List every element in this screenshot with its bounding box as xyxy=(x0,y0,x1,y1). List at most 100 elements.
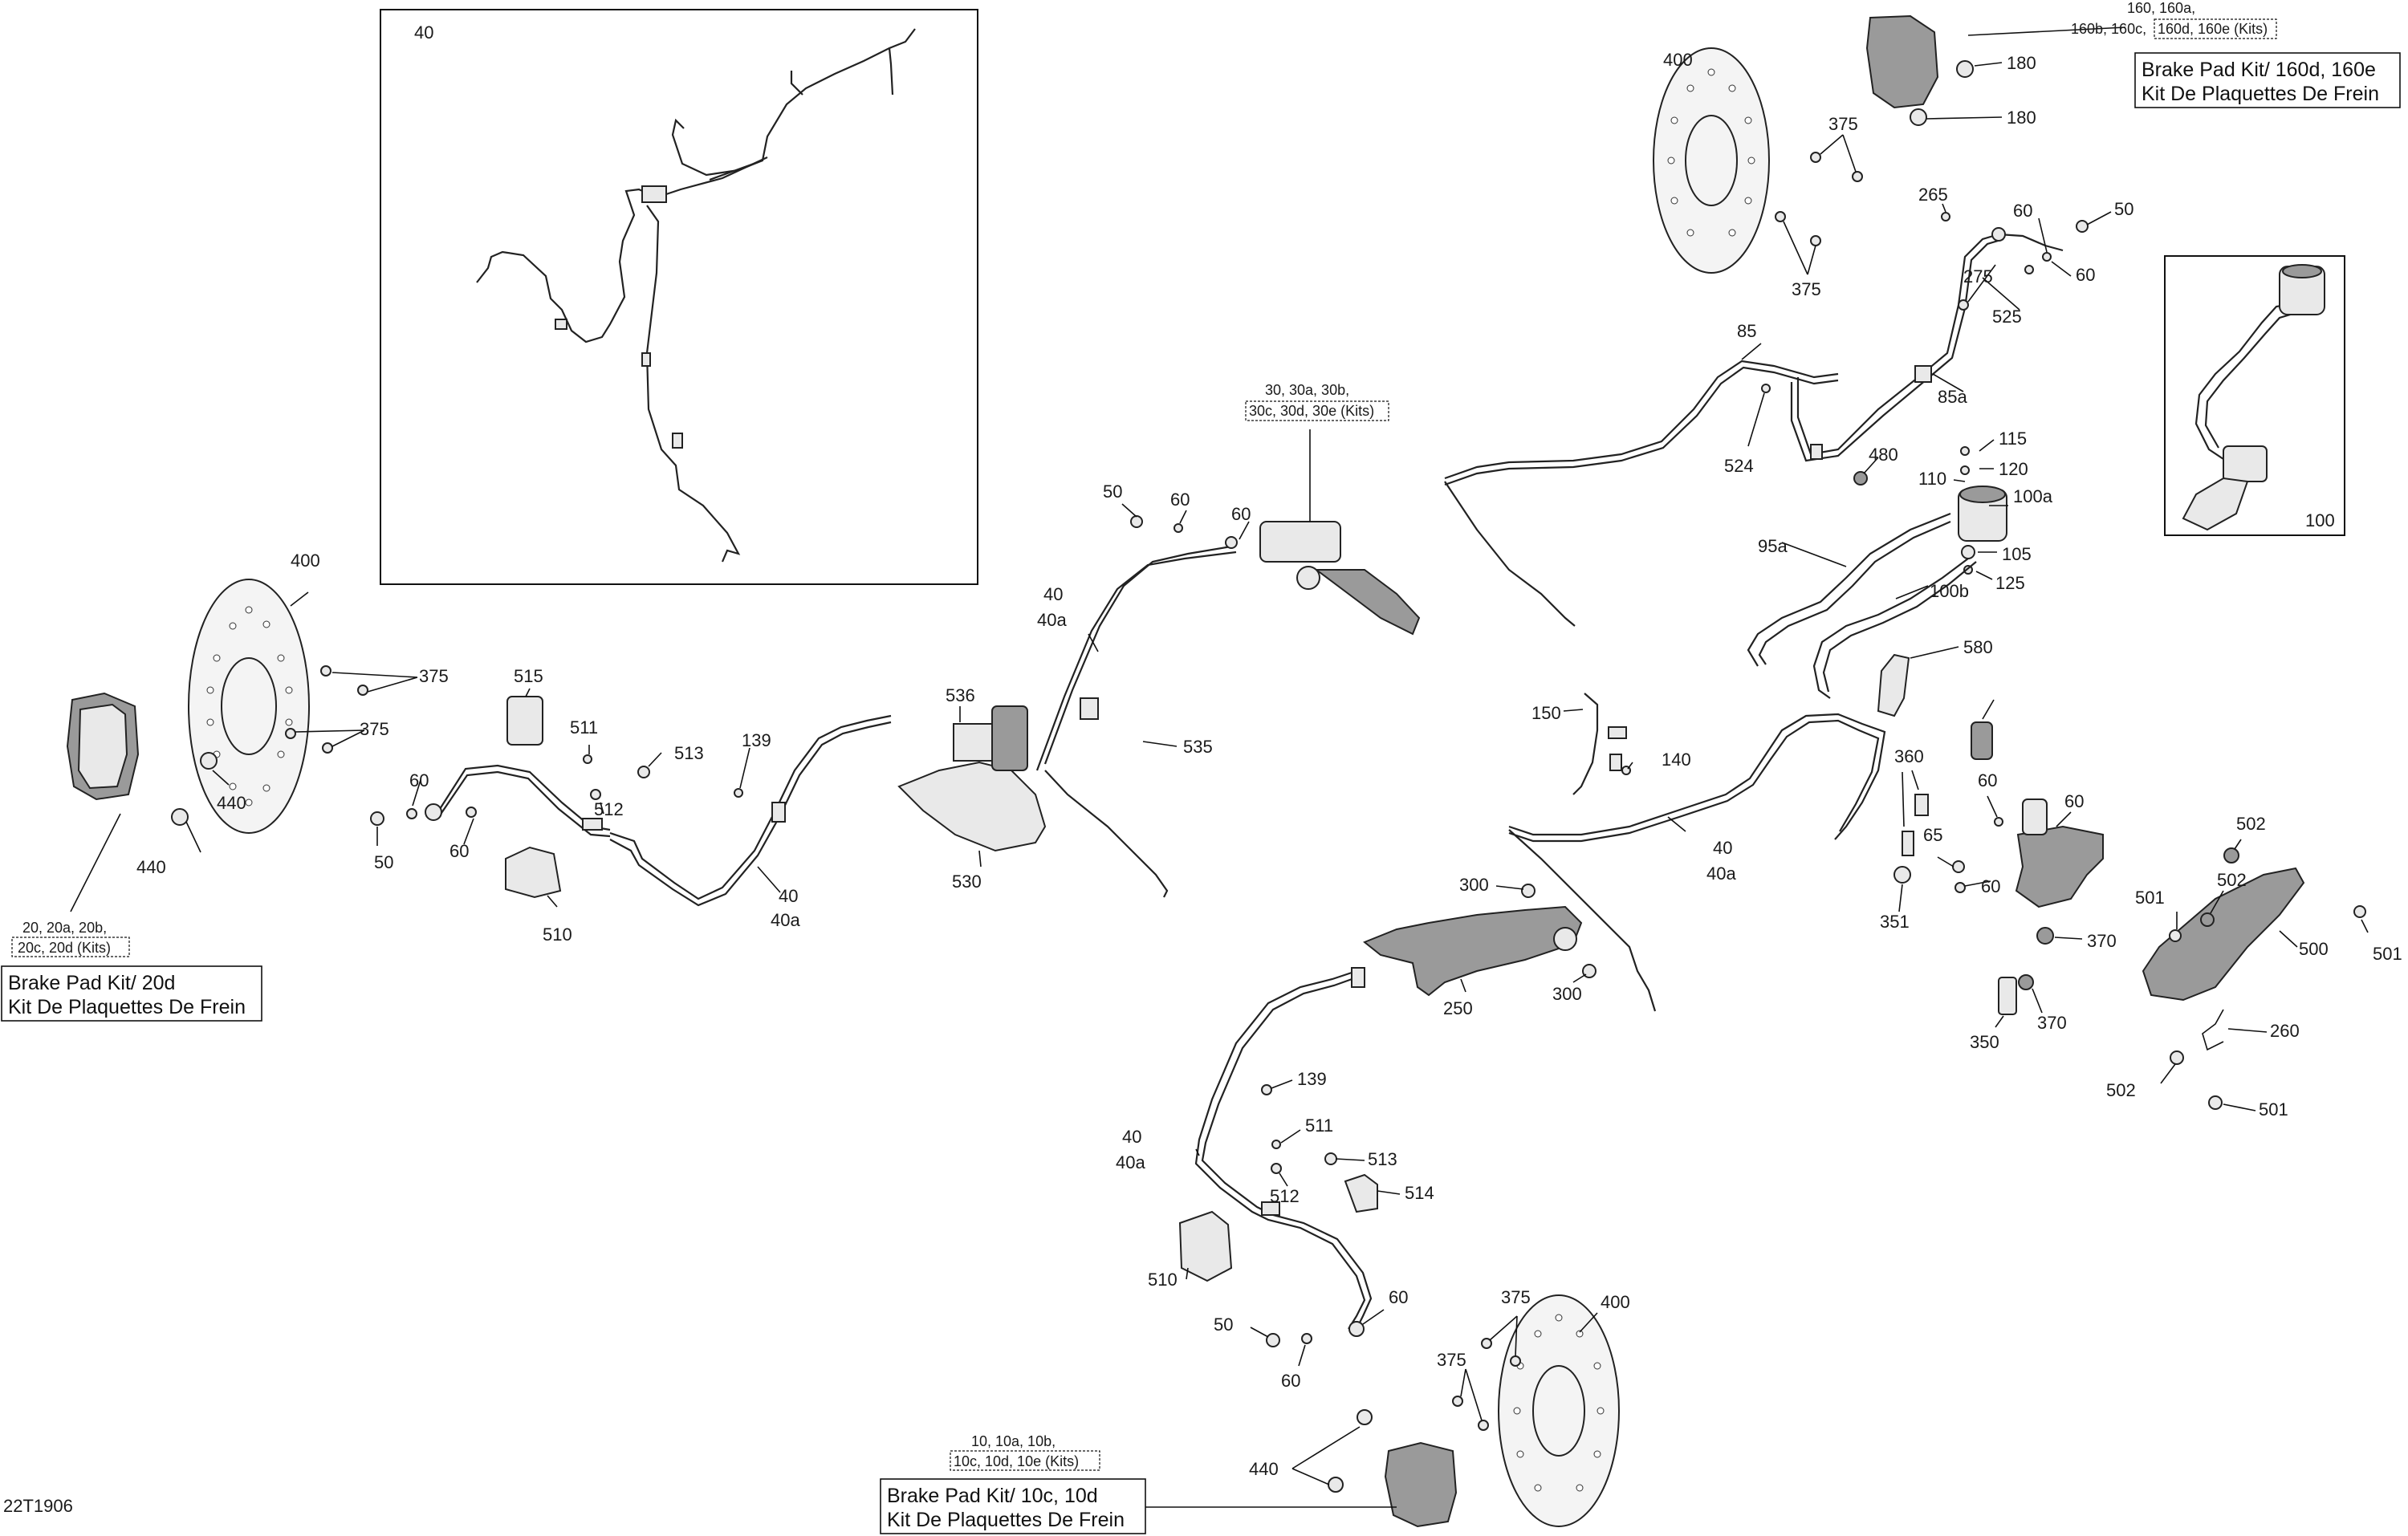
leader xyxy=(1667,816,1686,832)
leader xyxy=(1121,503,1137,518)
kit-refs-line1: 30, 30a, 30b, xyxy=(1265,382,1349,398)
part-label: 40 xyxy=(1122,1127,1141,1147)
caliper-bolt xyxy=(171,808,189,826)
washer-351 xyxy=(1893,866,1911,884)
kit-title-line2: Kit De Plaquettes De Frein xyxy=(887,1509,1125,1531)
part-label: 40a xyxy=(1037,610,1067,630)
part-label: 375 xyxy=(1792,279,1821,299)
brake-line-85a-outer xyxy=(1790,238,2004,462)
pushrod-350 xyxy=(1998,977,2017,1015)
disc-screw xyxy=(1452,1396,1463,1407)
kit-title-line2: Kit De Plaquettes De Frein xyxy=(2142,83,2379,105)
washer xyxy=(1173,523,1183,533)
part-label: 180 xyxy=(2007,108,2036,128)
part-label: 360 xyxy=(1894,746,1924,766)
kit-refs-box xyxy=(950,1450,1100,1471)
kit-box-front-right: 160, 160a, 160b, 160c, 160d, 160e (Kits)… xyxy=(2071,0,2401,108)
screw xyxy=(1960,446,1970,456)
leader xyxy=(1911,770,1919,790)
kit-title-line1: Brake Pad Kit/ 160d, 160e xyxy=(2142,59,2376,81)
leader xyxy=(1279,1172,1288,1187)
brake-line-outer xyxy=(609,721,892,907)
bolt-360 xyxy=(1914,794,1929,816)
part-label: 400 xyxy=(291,551,320,571)
washer xyxy=(466,807,477,818)
part-label: 40a xyxy=(771,910,800,930)
brake-disc-holes xyxy=(1513,1314,1605,1492)
bracket-500 xyxy=(2142,867,2305,1002)
screw-139 xyxy=(1261,1084,1272,1095)
leader xyxy=(2279,930,2298,948)
abs-mount xyxy=(953,723,993,762)
part-label: 50 xyxy=(1214,1315,1233,1335)
leader xyxy=(1942,203,1946,213)
leader xyxy=(1271,1079,1293,1089)
part-label: 502 xyxy=(2217,870,2247,890)
kit-refs-box xyxy=(2154,18,2277,39)
leader xyxy=(2361,919,2369,933)
part-label: 440 xyxy=(1249,1459,1279,1479)
brake-disc-holes xyxy=(206,606,293,807)
kit-title-box xyxy=(1,965,262,1022)
abs-sensor-bracket-510 xyxy=(1178,1210,1233,1282)
part-label: 100b xyxy=(1930,581,1969,601)
kit-refs-line1: 10, 10a, 10b, xyxy=(971,1433,1056,1449)
part-label: 95a xyxy=(1758,536,1788,556)
part-label: 501 xyxy=(2135,888,2165,908)
front-left-hose xyxy=(370,688,892,908)
leader xyxy=(332,672,418,693)
screw xyxy=(583,754,592,764)
kit-title-line2: Kit De Plaquettes De Frein xyxy=(8,996,246,1018)
bolt-501c xyxy=(2208,1095,2223,1110)
reservoir-hose xyxy=(2194,302,2296,466)
front-left-brake xyxy=(66,579,418,912)
part-label: 370 xyxy=(2037,1013,2067,1033)
part-label: 250 xyxy=(1443,998,1473,1018)
kit-title-box xyxy=(880,1478,1146,1534)
leader xyxy=(1186,1267,1189,1280)
part-label: 502 xyxy=(2106,1080,2136,1100)
inset-harness-frame xyxy=(380,9,978,585)
leader xyxy=(295,729,365,747)
part-label: 180 xyxy=(2007,53,2036,73)
disc-screw xyxy=(1510,1355,1521,1367)
harness-clip xyxy=(672,433,683,449)
part-label: 530 xyxy=(952,872,982,892)
washer xyxy=(406,808,417,819)
inset-reservoir-label: 100 xyxy=(2305,510,2335,530)
nut-370b xyxy=(2018,974,2034,990)
brake-caliper xyxy=(1865,14,1939,109)
kit-refs-line2b: 160d, 160e (Kits) xyxy=(2158,21,2268,37)
part-label: 40 xyxy=(1713,838,1732,858)
kit-refs-box xyxy=(11,937,130,957)
bushing xyxy=(1521,884,1536,898)
part-label: 60 xyxy=(2064,791,2084,811)
leader xyxy=(1179,510,1187,524)
leader xyxy=(1898,884,1903,912)
abs-bracket xyxy=(897,761,1047,852)
harness-link xyxy=(709,159,763,181)
part-label: 300 xyxy=(1459,875,1489,895)
part-label: 400 xyxy=(1601,1292,1630,1312)
brake-line-rear-down xyxy=(1508,829,1657,1012)
part-label: 50 xyxy=(1103,482,1122,502)
part-label: 375 xyxy=(1828,114,1858,134)
rear-brake-line xyxy=(1363,693,1886,1012)
fitting xyxy=(1609,754,1622,771)
leader xyxy=(1910,646,1959,659)
part-label: 60 xyxy=(1978,770,1997,790)
part-label: 265 xyxy=(1918,185,1948,205)
disc-screw xyxy=(1852,171,1863,182)
part-label: 60 xyxy=(1981,876,2000,896)
leader xyxy=(1250,1327,1269,1338)
part-label: 65 xyxy=(1923,825,1942,845)
part-label: 50 xyxy=(2114,199,2133,219)
disc-screw xyxy=(320,665,332,677)
kit-refs-box xyxy=(1245,400,1389,421)
leader xyxy=(1572,973,1587,983)
harness-lead-a xyxy=(888,47,894,95)
harness-lead-b xyxy=(790,71,803,95)
master-cylinder-pivot xyxy=(1296,566,1320,590)
reservoir-hose-100b xyxy=(1812,558,1969,699)
